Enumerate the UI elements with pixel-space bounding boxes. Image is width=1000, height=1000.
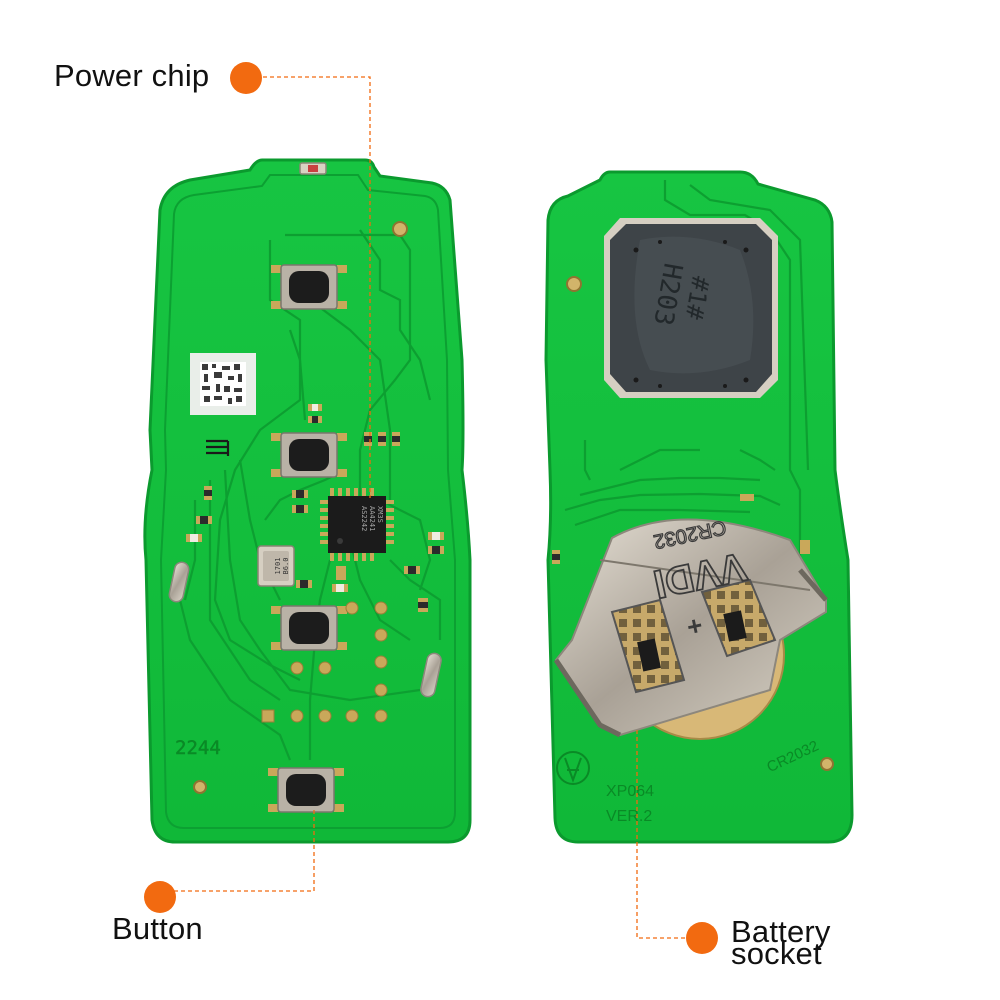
callout-dot-icon bbox=[144, 881, 176, 913]
mount-hole bbox=[193, 780, 207, 794]
button-label: Button bbox=[112, 911, 203, 946]
mount-hole bbox=[392, 221, 408, 237]
mount-hole bbox=[566, 276, 582, 292]
button-3 bbox=[271, 605, 347, 651]
battery-socket-label: Battery socket bbox=[731, 914, 831, 972]
front-board-inner-edge bbox=[159, 174, 456, 829]
chip-text-2: AA4241 bbox=[368, 506, 376, 531]
battery-socket-label-line2: socket bbox=[731, 936, 822, 972]
back-board: #1# H203 + VVDI CR203 bbox=[544, 170, 854, 844]
board-version: VER.2 bbox=[606, 808, 652, 825]
power-chip-leader bbox=[263, 76, 371, 498]
button-1 bbox=[271, 264, 347, 310]
power-chip: XM3S AA4241 AS2242 bbox=[320, 488, 394, 561]
svg-text:+: + bbox=[684, 610, 705, 643]
logo-icon bbox=[556, 751, 590, 785]
back-smd-components bbox=[552, 494, 810, 564]
chip-text-3: AS2242 bbox=[360, 506, 368, 531]
button-leader bbox=[160, 808, 315, 892]
callout-dot-icon bbox=[686, 922, 718, 954]
crystal-text-1: 1701 bbox=[274, 558, 282, 575]
metal-contact bbox=[420, 652, 442, 698]
crystal: 1701 B6.0 bbox=[257, 545, 295, 587]
silkscreen-mark bbox=[206, 439, 230, 456]
front-board-outline bbox=[143, 158, 472, 844]
battery-socket-label-line1: Battery bbox=[731, 914, 831, 949]
rfid-module: #1# H203 bbox=[604, 218, 778, 398]
front-serial: 2244 bbox=[175, 737, 221, 759]
chip-text-1: XM3S bbox=[376, 506, 384, 523]
metal-contact bbox=[168, 561, 190, 603]
button-2 bbox=[271, 432, 347, 478]
front-traces bbox=[178, 229, 442, 761]
crystal-text-2: B6.0 bbox=[282, 558, 290, 575]
mount-hole bbox=[820, 757, 834, 771]
front-board: 1701 B6.0 XM3S AA4241 AS2242 bbox=[143, 158, 472, 844]
smd-components bbox=[186, 404, 444, 612]
qr-code bbox=[190, 353, 256, 415]
power-chip-label: Power chip bbox=[54, 58, 210, 93]
board-model: XP064 bbox=[606, 783, 654, 800]
callout-leaders bbox=[160, 76, 700, 939]
button-4 bbox=[268, 767, 344, 813]
battery-socket: + VVDI CR2032 bbox=[553, 515, 828, 740]
test-pads bbox=[261, 601, 388, 723]
callout-dot-icon bbox=[230, 62, 262, 94]
